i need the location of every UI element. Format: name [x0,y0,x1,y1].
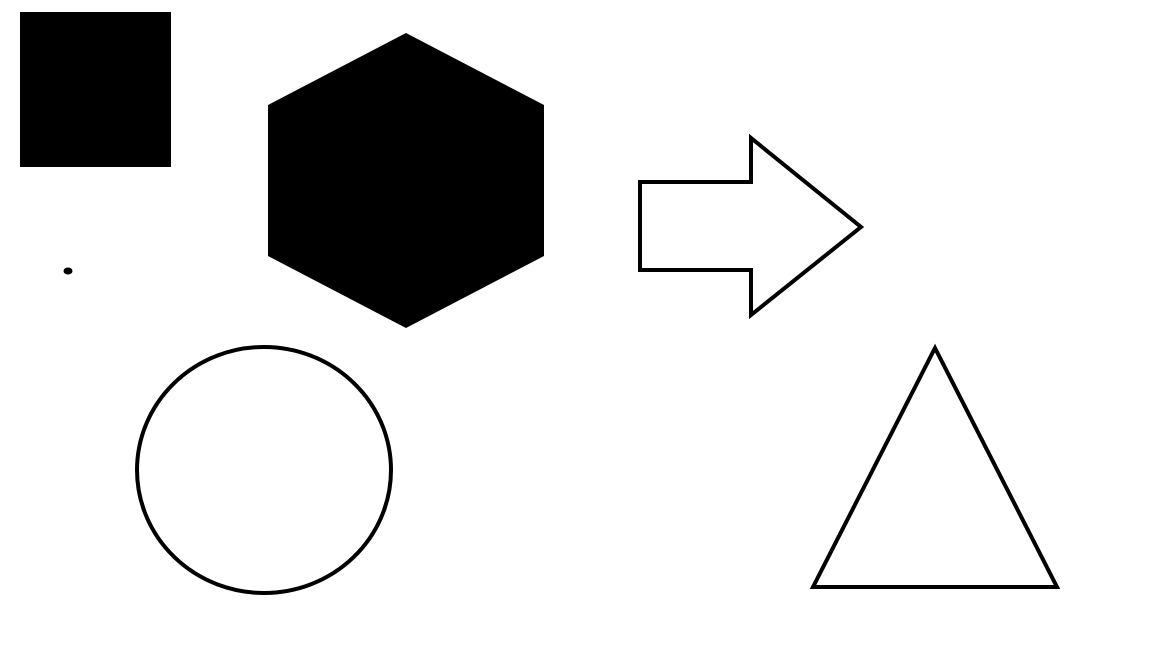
filled-square [20,12,171,167]
outlined-circle [135,345,393,595]
outlined-right-arrow [638,133,865,320]
filled-hexagon [268,33,544,328]
outlined-triangle [809,343,1061,589]
small-dot [63,267,73,275]
